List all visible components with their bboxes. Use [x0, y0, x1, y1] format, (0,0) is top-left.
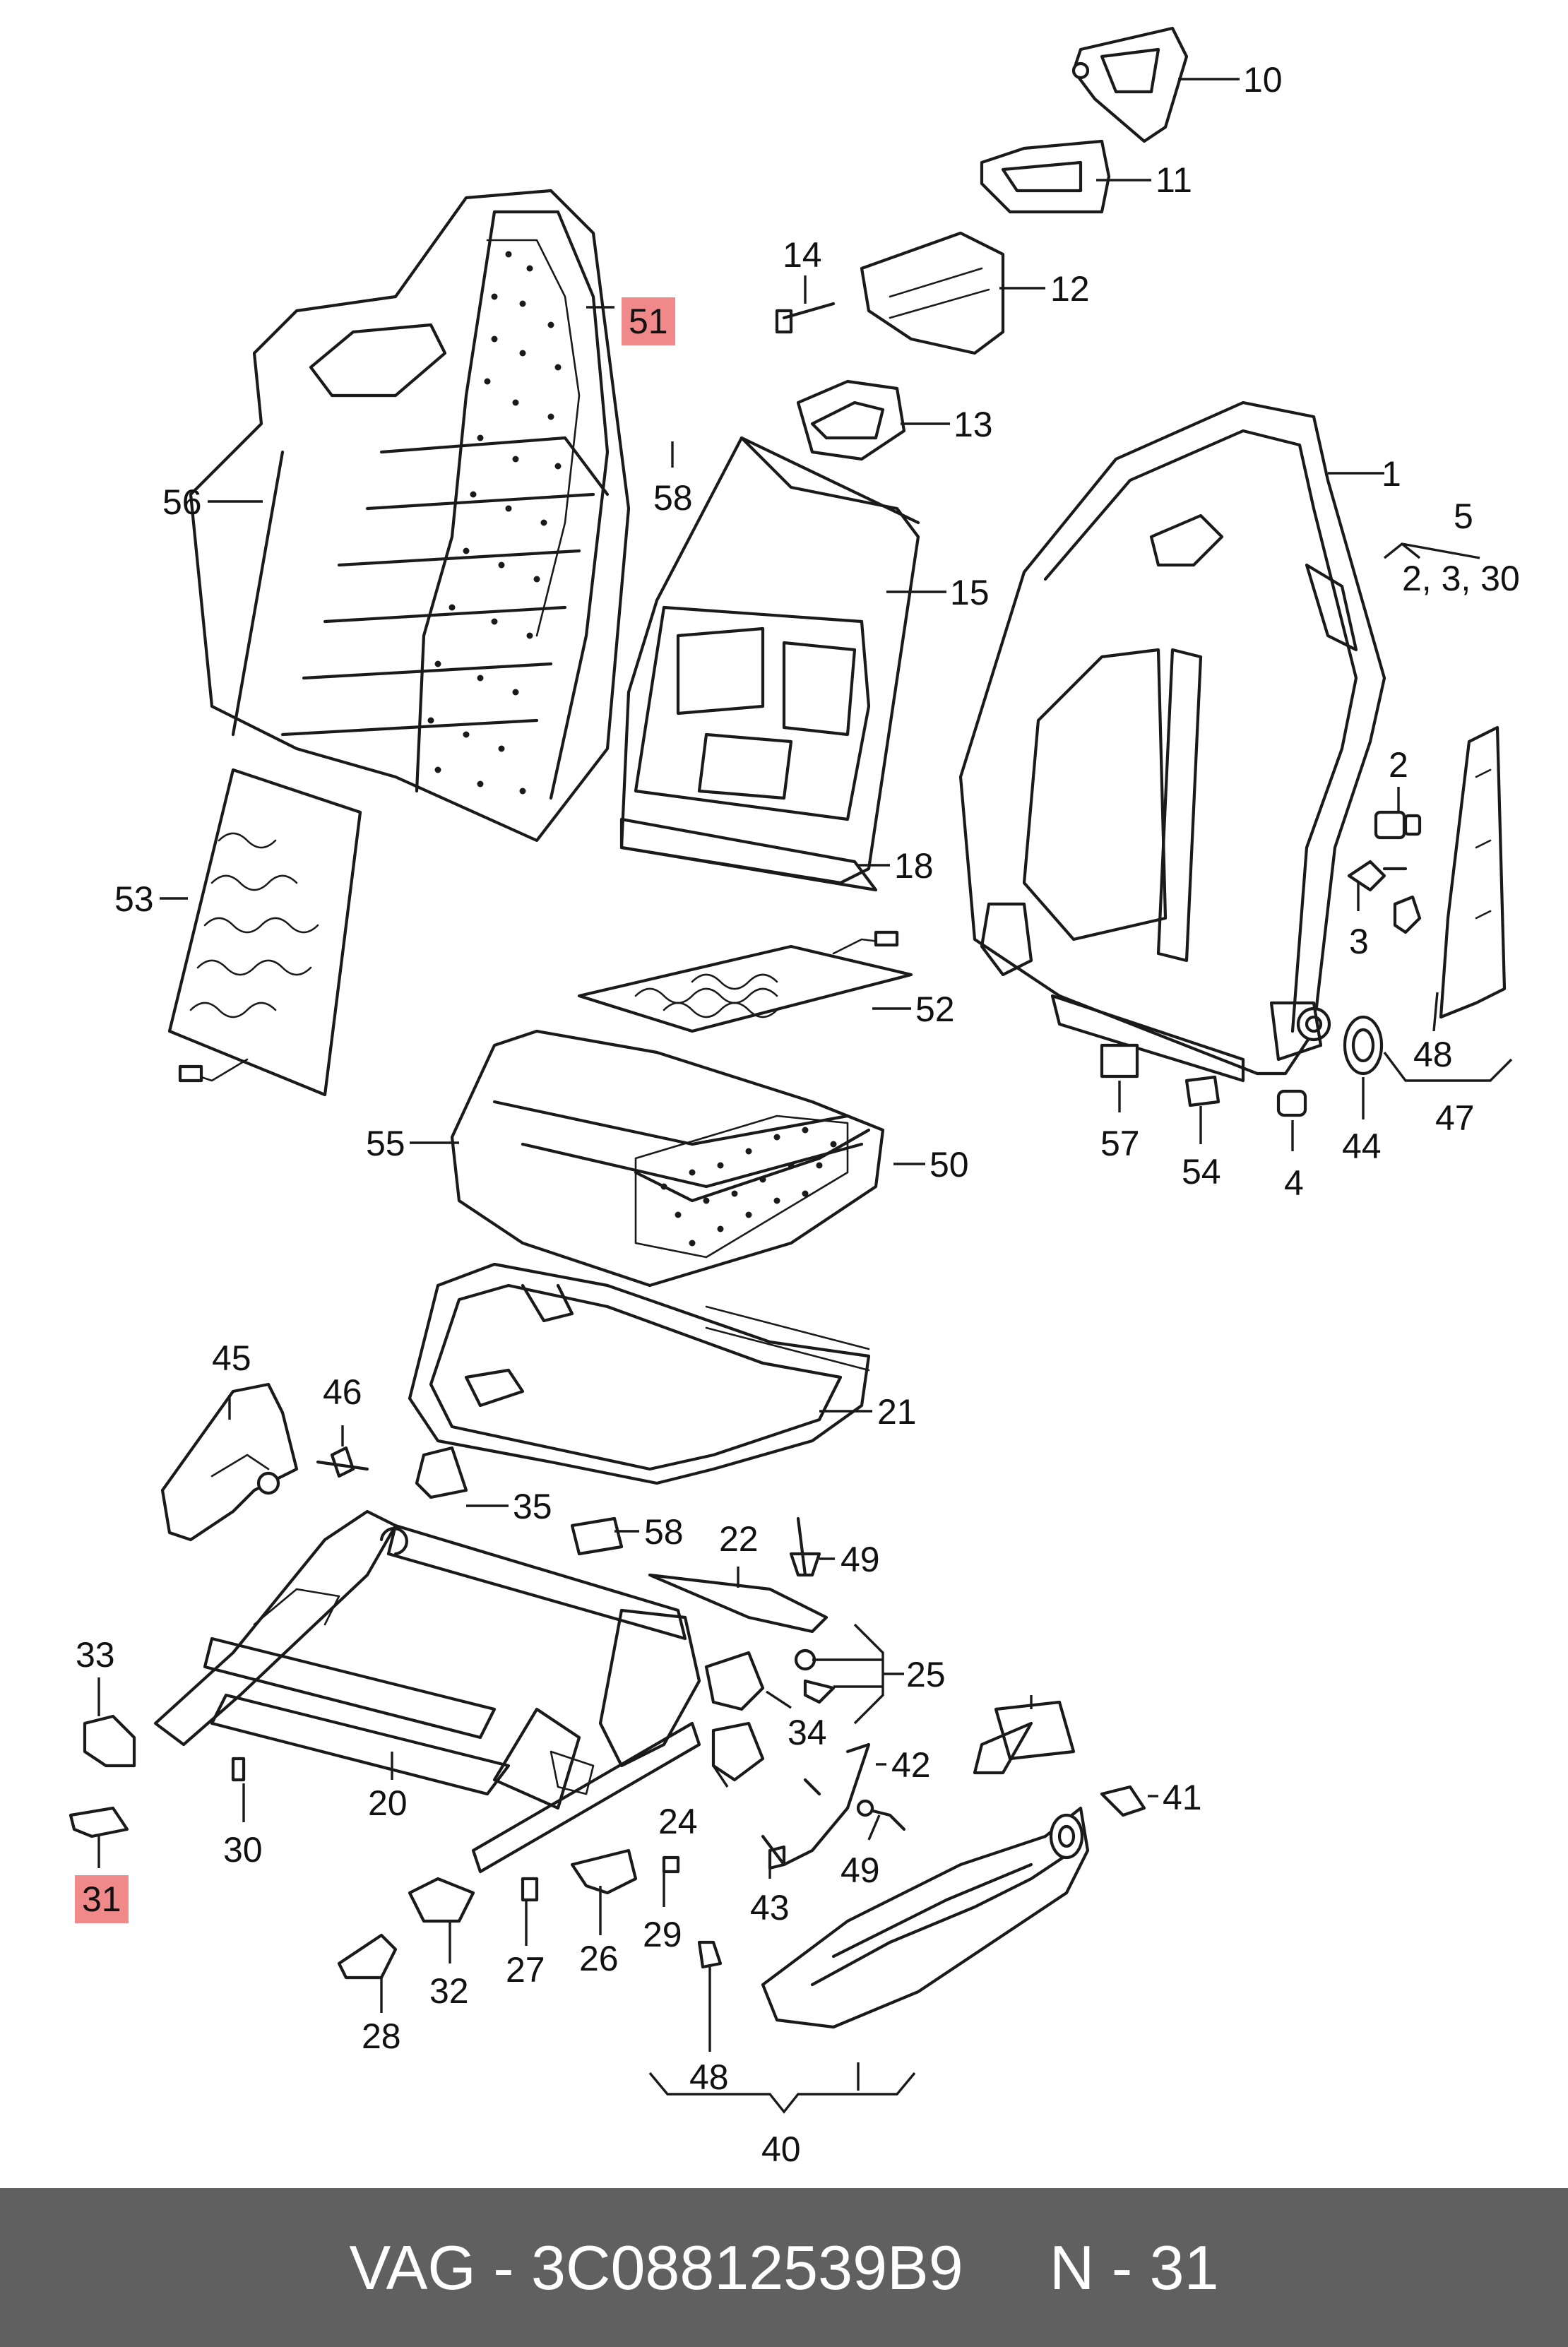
callout-10: 10	[1243, 60, 1283, 100]
callout-20: 20	[368, 1783, 408, 1823]
callout-27: 27	[506, 1950, 545, 1990]
frame-right-small-parts-drawing	[648, 1516, 1146, 1870]
backrest-shell-drawing	[958, 400, 1386, 1083]
seat-frame-drawing	[153, 1509, 701, 1874]
callout-3: 3	[1349, 922, 1369, 961]
callout-48-top: 48	[1413, 1035, 1453, 1074]
callout-11: 11	[1156, 160, 1192, 200]
callout-5: 5	[1454, 497, 1473, 536]
callout-49-top: 49	[841, 1540, 880, 1579]
callout-32: 32	[429, 1971, 469, 2011]
callout-24: 24	[658, 1802, 698, 1841]
callout-14: 14	[783, 235, 822, 275]
callout-13: 13	[954, 405, 993, 444]
callout-48-bottom: 48	[689, 2057, 729, 2097]
callout-31-highlight	[75, 1875, 129, 1923]
callout-2: 2	[1389, 745, 1408, 785]
callout-25: 25	[906, 1655, 946, 1694]
callout-42: 42	[891, 1745, 931, 1785]
callout-12: 12	[1050, 269, 1090, 309]
callout-22: 22	[719, 1519, 759, 1559]
callout-46: 46	[323, 1372, 362, 1412]
callout-30: 30	[223, 1830, 263, 1870]
frame-left-small-parts-drawing	[69, 1382, 624, 1838]
callout-54: 54	[1182, 1152, 1221, 1192]
callout-58: 58	[653, 478, 693, 518]
callout-51-highlight	[622, 297, 675, 345]
seat-heater-mat-drawing	[577, 930, 913, 1033]
callout-15: 15	[950, 573, 990, 612]
backrest-small-parts-drawing	[1100, 725, 1507, 1117]
callout-43: 43	[750, 1888, 790, 1927]
backrest-heater-mat-drawing	[167, 768, 362, 1097]
backrest-frame-insert-drawing	[619, 436, 920, 892]
callout-33: 33	[76, 1635, 115, 1675]
callout-labels: 10 11 12 13 14 15 18 51 58 56 53 1 5 2, …	[76, 60, 1520, 2169]
callout-53: 53	[114, 879, 154, 919]
callout-41: 41	[1163, 1778, 1202, 1817]
seat-side-trim-drawing	[761, 1806, 1090, 2029]
seat-pan-drawing	[408, 1262, 871, 1485]
callout-4: 4	[1284, 1163, 1304, 1203]
callout-34: 34	[788, 1713, 827, 1752]
callout-55: 55	[366, 1124, 405, 1163]
callout-56: 56	[162, 482, 202, 522]
callout-21: 21	[877, 1392, 917, 1432]
frame-bottom-small-parts-drawing	[337, 1848, 723, 1980]
callout-leaders	[97, 78, 1513, 2114]
part-number-footer: VAG - 3C08812539B9 N - 31	[0, 2188, 1568, 2347]
callout-47: 47	[1435, 1098, 1475, 1138]
callout-58-bottom: 58	[644, 1512, 684, 1552]
callout-26: 26	[579, 1939, 619, 1978]
callout-35: 35	[513, 1487, 552, 1526]
backrest-cover-drawing	[189, 189, 631, 843]
callout-52: 52	[915, 990, 955, 1029]
callout-28: 28	[362, 2016, 401, 2056]
callout-57: 57	[1100, 1124, 1140, 1163]
callout-1: 1	[1382, 454, 1401, 494]
callout-51: 51	[629, 302, 668, 341]
callout-45: 45	[212, 1338, 251, 1378]
callout-49-bottom: 49	[841, 1850, 880, 1890]
callout-31: 31	[82, 1879, 121, 1919]
callout-50: 50	[929, 1145, 969, 1184]
seat-exploded-diagram: 10 11 12 13 14 15 18 51 58 56 53 1 5 2, …	[69, 26, 1520, 2169]
callout-29: 29	[643, 1915, 682, 1954]
callout-40: 40	[761, 2129, 801, 2169]
callout-44: 44	[1342, 1127, 1382, 1166]
callout-18: 18	[894, 846, 934, 886]
headrest-guide-parts-drawing	[775, 26, 1189, 461]
seat-cushion-cover-drawing	[450, 1029, 885, 1288]
callout-5-sublist: 2, 3, 30	[1402, 559, 1520, 598]
